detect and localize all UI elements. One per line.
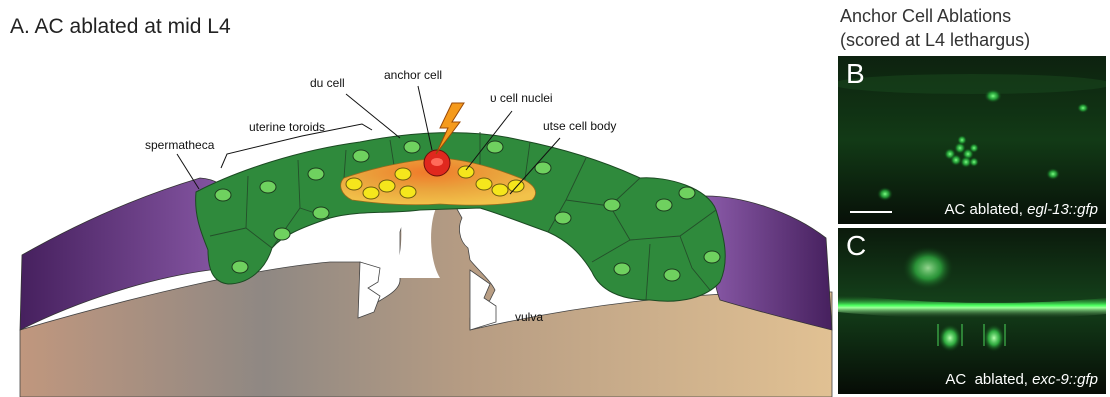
heading-line-2: (scored at L4 lethargus)	[840, 28, 1110, 52]
anchor-cell-nucleus	[431, 158, 443, 166]
panel-c-image	[838, 228, 1106, 394]
panel-a-title: A. AC ablated at mid L4	[10, 15, 231, 38]
label-du-cell: du cell	[310, 76, 345, 90]
label-spermatheca: spermatheca	[145, 138, 215, 152]
scale-bar	[850, 211, 892, 213]
label-uterine-toroids: uterine toroids	[249, 120, 325, 134]
vulva-right-lobe	[470, 270, 496, 330]
panel-b-caption-prefix: AC ablated,	[945, 201, 1028, 218]
heading-line-1: Anchor Cell Ablations	[840, 4, 1110, 28]
label-anchor-cell: anchor cell	[384, 68, 442, 82]
panel-b-caption-gene: egl-13::gfp	[1027, 201, 1098, 218]
label-vulva: vulva	[515, 310, 543, 324]
panel-b-micrograph: B AC ablated, egl-13::gfp	[838, 56, 1106, 224]
panel-b-caption: AC ablated, egl-13::gfp	[945, 201, 1098, 218]
panel-c-caption: AC ablated, exc-9::gfp	[945, 371, 1098, 388]
label-utse-cell-body: utse cell body	[543, 119, 616, 133]
label-v-cell-nuclei: υ cell nuclei	[490, 91, 553, 105]
ablation-heading: Anchor Cell Ablations (scored at L4 leth…	[840, 4, 1110, 52]
panel-b-letter: B	[846, 58, 865, 90]
panel-c-micrograph: C AC ablated, exc-9::gfp	[838, 228, 1106, 394]
panel-c-caption-gene: exc-9::gfp	[1032, 371, 1098, 388]
panel-b-image	[838, 56, 1106, 224]
panel-c-letter: C	[846, 230, 866, 262]
panel-c-caption-prefix: AC ablated,	[945, 371, 1032, 388]
panel-a-diagram: A. AC ablated at mid L4 du cell anchor c…	[0, 0, 835, 397]
